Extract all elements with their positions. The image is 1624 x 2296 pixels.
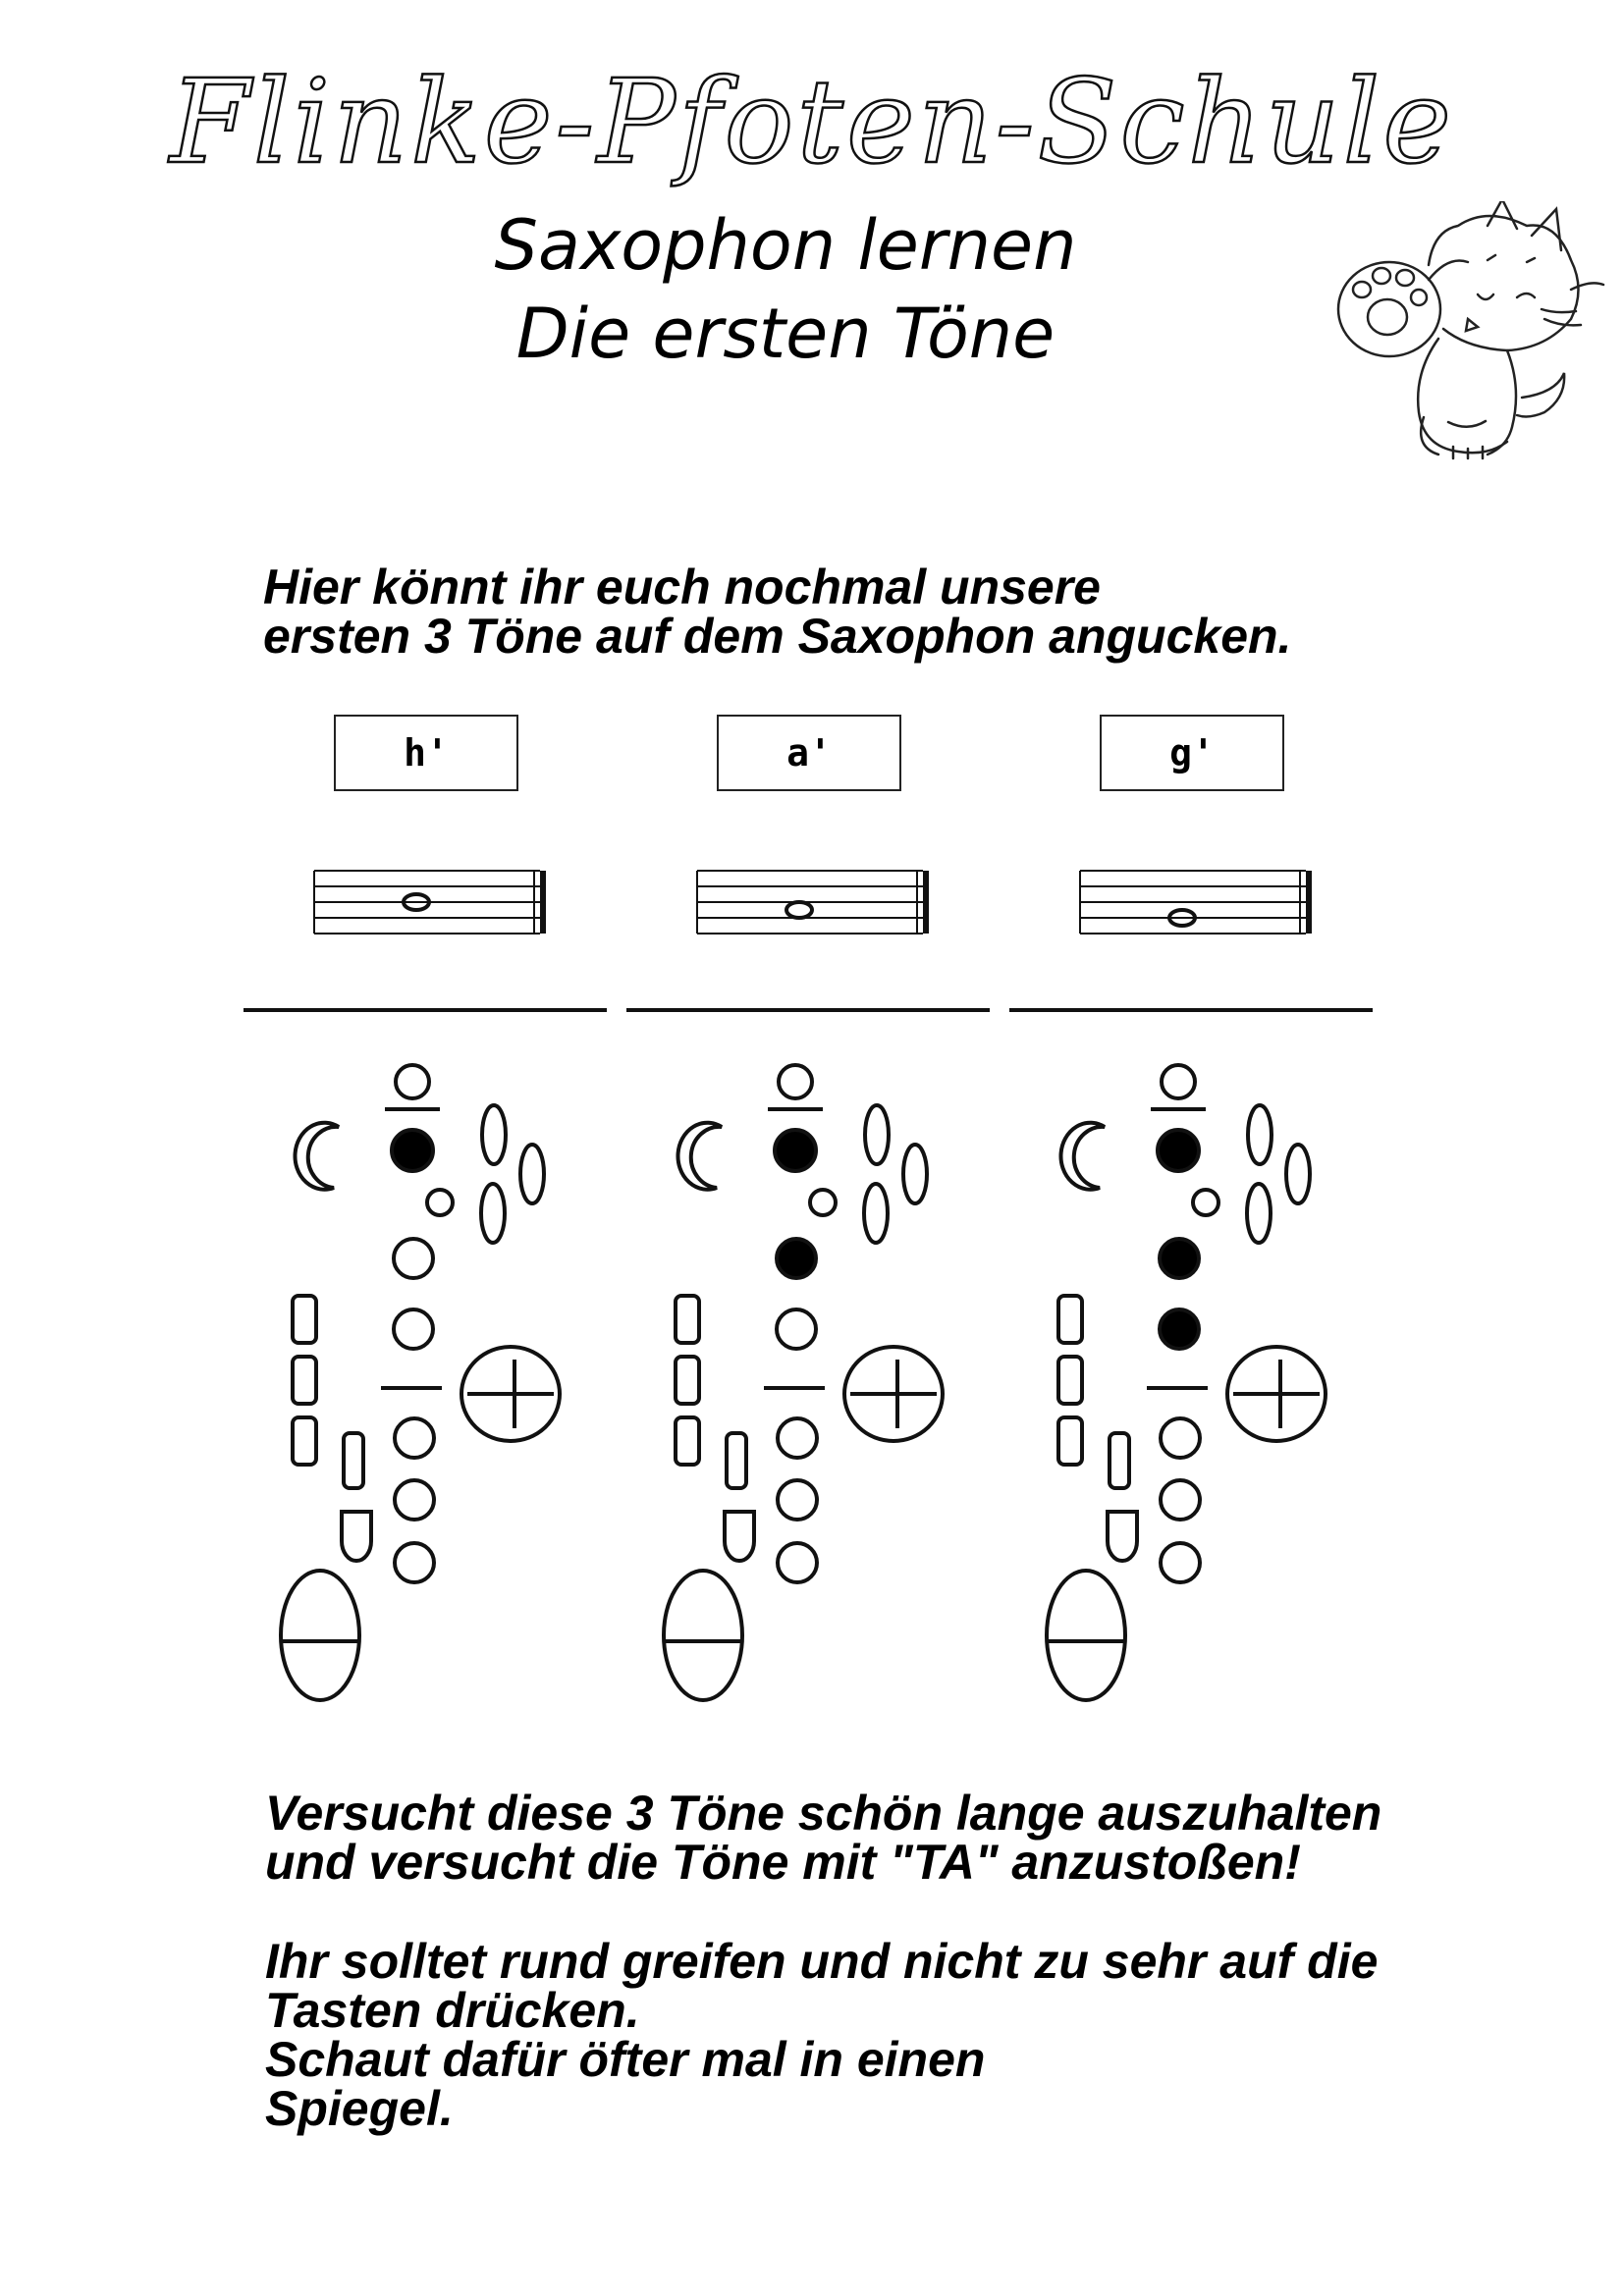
palm-key-2 bbox=[901, 1143, 929, 1205]
side-palm-key bbox=[676, 1120, 724, 1192]
instruction-2-line-2: Tasten drücken. bbox=[265, 1983, 640, 2038]
whole-note-g bbox=[1167, 908, 1197, 928]
fingering-chart-h bbox=[279, 1063, 562, 1702]
low-pinky-key bbox=[1045, 1569, 1127, 1702]
key-5 bbox=[1159, 1478, 1202, 1522]
page-subtitle: Saxophon lernen Die ersten Töne bbox=[295, 201, 1276, 378]
side-key-4 bbox=[725, 1431, 748, 1490]
side-key-3 bbox=[1056, 1415, 1084, 1467]
side-palm-key bbox=[293, 1120, 341, 1192]
key-2 bbox=[392, 1237, 435, 1280]
intro-line-2: ersten 3 Töne auf dem Saxophon angucken. bbox=[263, 609, 1292, 664]
side-key-1 bbox=[291, 1294, 318, 1345]
subtitle-line-1: Saxophon lernen bbox=[494, 205, 1077, 286]
key-3 bbox=[1158, 1308, 1201, 1351]
low-c-key bbox=[1106, 1510, 1139, 1563]
note-label-h: h' bbox=[334, 715, 518, 791]
separator-rule-3 bbox=[1009, 1008, 1373, 1012]
palm-key-3 bbox=[1245, 1182, 1272, 1245]
octave-key bbox=[777, 1063, 814, 1100]
low-pinky-table bbox=[842, 1345, 945, 1443]
instruction-1-line-1: Versucht diese 3 Töne schön lange auszuh… bbox=[265, 1786, 1382, 1841]
low-pinky-key bbox=[662, 1569, 744, 1702]
side-key-2 bbox=[1056, 1355, 1084, 1406]
key-5 bbox=[393, 1478, 436, 1522]
bis-key bbox=[425, 1188, 455, 1217]
separator-rule-1 bbox=[244, 1008, 607, 1012]
low-pinky-table bbox=[460, 1345, 562, 1443]
side-key-2 bbox=[674, 1355, 701, 1406]
key-1 bbox=[390, 1128, 435, 1173]
key-4 bbox=[393, 1416, 436, 1460]
octave-key bbox=[394, 1063, 431, 1100]
side-key-1 bbox=[1056, 1294, 1084, 1345]
fingering-chart-g bbox=[1045, 1063, 1327, 1702]
instruction-1-line-2: und versucht die Töne mit "TA" anzustoße… bbox=[265, 1835, 1301, 1890]
key-2 bbox=[1158, 1237, 1201, 1280]
key-1 bbox=[1156, 1128, 1201, 1173]
staff-g bbox=[1079, 870, 1312, 934]
key-3 bbox=[392, 1308, 435, 1351]
note-label-g: g' bbox=[1100, 715, 1284, 791]
low-pinky-key bbox=[279, 1569, 361, 1702]
fingering-chart-a bbox=[662, 1063, 945, 1702]
side-key-3 bbox=[291, 1415, 318, 1467]
intro-line-1: Hier könnt ihr euch nochmal unsere bbox=[263, 560, 1101, 614]
instruction-paragraph-1: Versucht diese 3 Töne schön lange auszuh… bbox=[265, 1789, 1542, 1887]
key-5 bbox=[776, 1478, 819, 1522]
palm-key-2 bbox=[518, 1143, 546, 1205]
note-label-a: a' bbox=[717, 715, 901, 791]
staff-h bbox=[313, 870, 546, 934]
low-c-key bbox=[723, 1510, 756, 1563]
side-key-3 bbox=[674, 1415, 701, 1467]
key-4 bbox=[1159, 1416, 1202, 1460]
key-6 bbox=[776, 1541, 819, 1584]
palm-key-3 bbox=[479, 1182, 507, 1245]
side-key-1 bbox=[674, 1294, 701, 1345]
key-3 bbox=[775, 1308, 818, 1351]
separator-rule-2 bbox=[626, 1008, 990, 1012]
octave-key bbox=[1160, 1063, 1197, 1100]
low-pinky-table bbox=[1225, 1345, 1327, 1443]
low-c-key bbox=[340, 1510, 373, 1563]
palm-key-1 bbox=[863, 1103, 891, 1166]
key-4 bbox=[776, 1416, 819, 1460]
instruction-paragraph-2: Ihr solltet rund greifen und nicht zu se… bbox=[265, 1937, 1542, 2133]
palm-key-3 bbox=[862, 1182, 890, 1245]
whole-note-h bbox=[402, 892, 431, 912]
bis-key bbox=[1191, 1188, 1220, 1217]
side-palm-key bbox=[1058, 1120, 1107, 1192]
staff-a bbox=[696, 870, 929, 934]
key-6 bbox=[1159, 1541, 1202, 1584]
whole-note-a bbox=[785, 900, 814, 920]
palm-key-1 bbox=[480, 1103, 508, 1166]
intro-text: Hier könnt ihr euch nochmal unsere erste… bbox=[263, 562, 1441, 661]
instruction-2-line-4: Spiegel. bbox=[265, 2081, 454, 2136]
side-key-4 bbox=[342, 1431, 365, 1490]
key-2 bbox=[775, 1237, 818, 1280]
side-key-2 bbox=[291, 1355, 318, 1406]
palm-key-1 bbox=[1246, 1103, 1273, 1166]
instruction-2-line-3: Schaut dafür öfter mal in einen bbox=[265, 2032, 986, 2087]
brand-title: Flinke-Pfoten-Schule bbox=[169, 54, 1455, 189]
palm-key-2 bbox=[1284, 1143, 1312, 1205]
subtitle-line-2: Die ersten Töne bbox=[515, 294, 1056, 374]
side-key-4 bbox=[1108, 1431, 1131, 1490]
key-6 bbox=[393, 1541, 436, 1584]
cat-mascot-icon bbox=[1336, 201, 1605, 460]
instruction-2-line-1: Ihr solltet rund greifen und nicht zu se… bbox=[265, 1934, 1379, 1989]
bis-key bbox=[808, 1188, 838, 1217]
key-1 bbox=[773, 1128, 818, 1173]
